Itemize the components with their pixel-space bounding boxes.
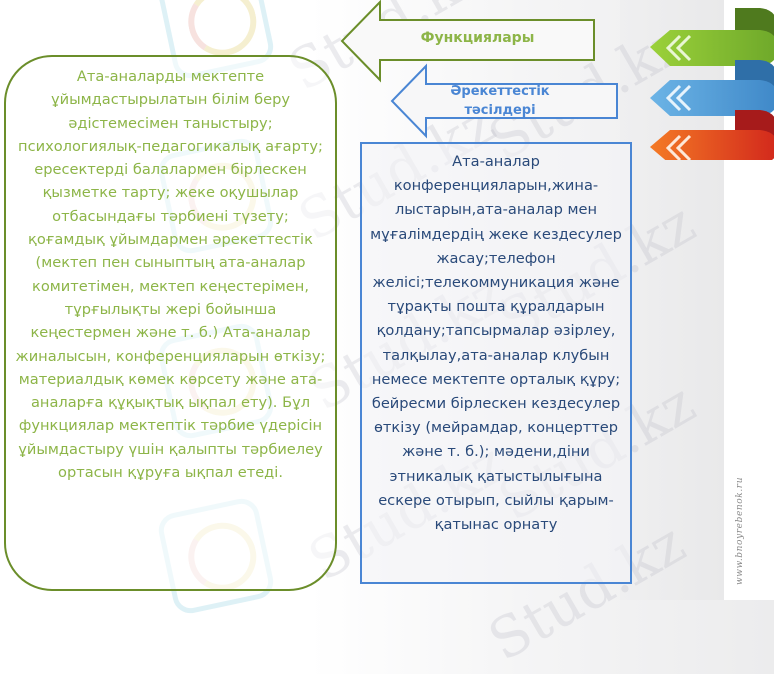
methods-arrow-label: Әрекеттестік тәсілдері [450,84,550,118]
methods-text: Ата-аналар конференцияларын,жина-лыстары… [370,153,622,534]
green-ribbon-icon [650,8,774,66]
ribbons-decoration [650,8,774,160]
methods-box: Ата-аналар конференцияларын,жина-лыстары… [360,142,632,584]
functions-text: Ата-аналарды мектепте ұйымдастырылатын б… [15,68,326,482]
blue-ribbon-icon [650,60,774,116]
orange-ribbon-icon [650,110,774,160]
site-credit: www.bnoyrebenok.ru [735,476,745,585]
functions-box: Ата-аналарды мектепте ұйымдастырылатын б… [4,55,337,591]
functions-arrow-label: Функциялары [420,30,535,46]
